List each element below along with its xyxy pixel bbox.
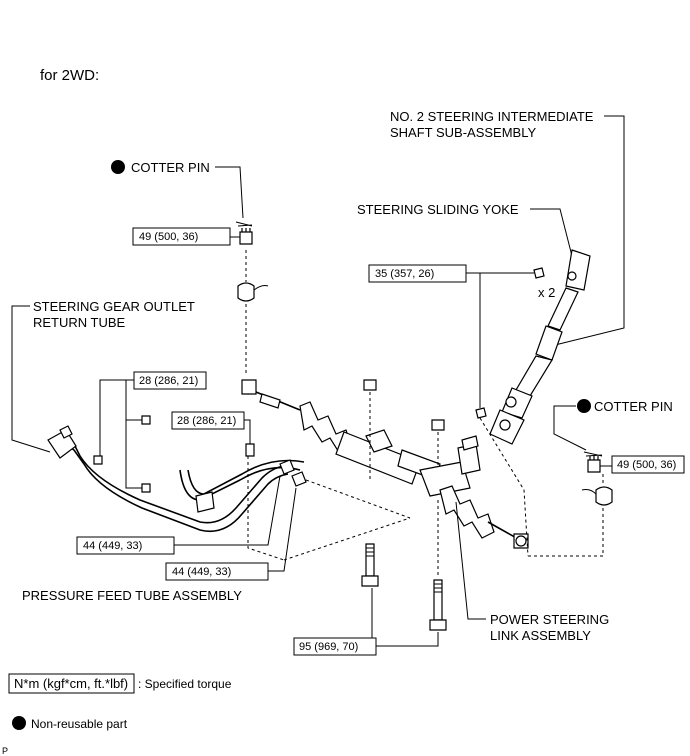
torque-box-tie-rod-right <box>611 455 685 474</box>
label-link-assembly-2: LINK ASSEMBLY <box>490 628 591 643</box>
torque-union-upper: 44 (449, 33) <box>83 540 142 552</box>
mounting-bolt-left <box>361 543 379 587</box>
legend-non-reusable: Non-reusable part <box>31 717 128 731</box>
label-link-assembly-1: POWER STEERING <box>490 612 609 627</box>
legend-torque-unit: N*m (kgf*cm, ft.*lbf) <box>14 676 128 691</box>
label-outlet-tube-1: STEERING GEAR OUTLET <box>33 299 195 314</box>
label-intermediate-shaft-1: NO. 2 STEERING INTERMEDIATE <box>390 109 594 124</box>
leader-link-assembly <box>455 501 486 620</box>
axis-pinion <box>479 417 529 557</box>
intermediate-shaft-part <box>489 249 591 445</box>
torque-outlet-tube: 28 (286, 21) <box>139 375 198 387</box>
leader-cotter-pin-left <box>215 166 244 219</box>
label-pressure-feed-tube: PRESSURE FEED TUBE ASSEMBLY <box>22 588 242 603</box>
torque-tie-rod-left: 49 (500, 36) <box>139 231 198 243</box>
leader-tq-union-upper <box>174 475 281 546</box>
mount-nut-right <box>431 419 445 431</box>
label-sliding-yoke: STEERING SLIDING YOKE <box>357 202 519 217</box>
cotter-pin-right-part <box>583 451 603 457</box>
label-intermediate-shaft-2: SHAFT SUB-ASSEMBLY <box>390 125 536 140</box>
mount-nut-center <box>363 379 377 391</box>
torque-tie-rod-right: 49 (500, 36) <box>617 459 676 471</box>
leader-tq-mounting <box>376 632 439 647</box>
legend-non-reusable-bullet <box>12 716 26 730</box>
axis-tube-left <box>247 456 285 561</box>
tie-rod-boot-left <box>237 282 255 302</box>
torque-yoke: 35 (357, 26) <box>375 268 434 280</box>
pressure-feed-tube-part <box>179 459 307 513</box>
leader-outlet-tube <box>11 305 51 453</box>
bolt-multiplier: x 2 <box>538 285 555 300</box>
knuckle-arm-left <box>253 285 269 291</box>
leader-tq-union-lower <box>268 487 297 572</box>
leader-sliding-yoke <box>530 208 574 261</box>
axis-tube-union <box>305 479 411 519</box>
tie-rod-boot-right <box>595 486 613 506</box>
clamp-bolt <box>245 443 255 457</box>
label-cotter-pin-left: COTTER PIN <box>131 160 210 175</box>
legend-torque-box <box>8 673 135 694</box>
axis-tie-rod-right-2 <box>528 508 604 557</box>
axis-rack-bottom <box>283 517 411 561</box>
leader-tq-outlet-1 <box>99 379 134 458</box>
outlet-bolt-2 <box>141 483 151 493</box>
steering-rack-part <box>241 379 529 549</box>
knuckle-arm-right <box>581 489 597 495</box>
label-cotter-pin-right: COTTER PIN <box>594 399 673 414</box>
outlet-bolt-3 <box>93 455 103 465</box>
heading: for 2WD: <box>40 67 99 84</box>
leader-cotter-pin-right <box>553 405 587 451</box>
yoke-bolt-head <box>567 271 577 281</box>
leader-intermediate-shaft <box>554 115 625 346</box>
non-reusable-bullet-right <box>577 399 591 413</box>
outlet-return-tube-part <box>47 425 289 533</box>
torque-clamp: 28 (286, 21) <box>177 415 236 427</box>
non-reusable-bullet-left <box>111 160 125 174</box>
mounting-bolt-right <box>429 579 447 631</box>
leader-tq-clamp <box>244 419 251 444</box>
cotter-pin-left-part <box>235 221 253 227</box>
torque-union-lower: 44 (449, 33) <box>172 566 231 578</box>
castle-nut-right <box>587 456 601 473</box>
castle-nut-left <box>239 228 253 245</box>
corner-mark: P <box>2 746 8 756</box>
torque-mounting: 95 (969, 70) <box>299 641 358 653</box>
outlet-bolt-1 <box>141 415 151 425</box>
legend-torque-desc: : Specified torque <box>138 677 232 691</box>
leader-tq-outlet-3 <box>125 420 142 489</box>
yoke-bolt-lower <box>475 407 487 419</box>
yoke-bolt <box>533 267 545 279</box>
label-outlet-tube-2: RETURN TUBE <box>33 315 126 330</box>
